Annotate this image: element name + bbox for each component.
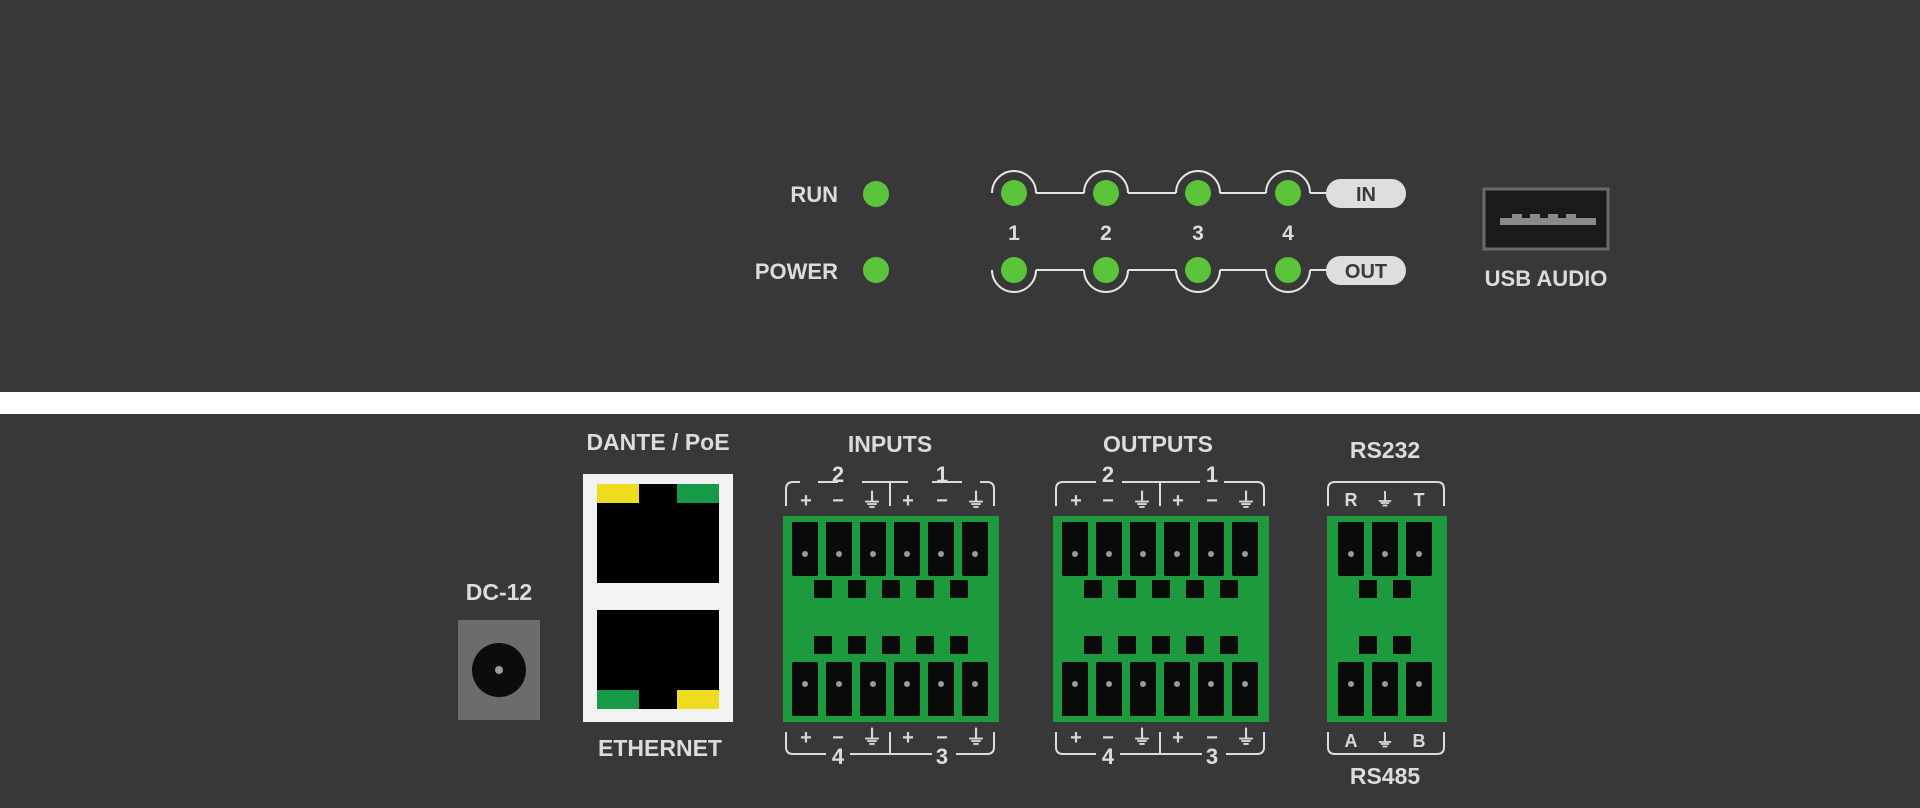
rs232-pin-t: T: [1414, 490, 1425, 510]
rs232-pin-ground: ⏚: [1376, 490, 1394, 510]
outputs-bottom-bracket: [1055, 732, 1265, 755]
inputs-title: INPUTS: [848, 431, 932, 457]
out-led-chain: [991, 269, 1330, 293]
outputs-title: OUTPUTS: [1103, 431, 1213, 457]
out-led-3-icon: [1185, 257, 1211, 283]
pin-plus: +: [902, 727, 914, 749]
pin-plus: +: [800, 727, 812, 749]
in-led-4-icon: [1275, 180, 1301, 206]
channel-number-4: 4: [1282, 222, 1294, 245]
dc-label: DC-12: [466, 579, 532, 605]
pin-minus: −: [832, 490, 844, 512]
pin-minus: −: [1102, 727, 1114, 749]
in-leds: [1001, 180, 1301, 206]
inputs-top-channel-2: 2: [832, 462, 844, 487]
rs485-bracket: [1327, 732, 1445, 755]
in-badge: [1326, 179, 1406, 208]
outputs-top-bracket: [1055, 481, 1265, 506]
pin-ground: ⏚: [966, 726, 986, 749]
front-panel: RUN POWER IN 1 2 3 4: [0, 0, 1920, 392]
channel-number-1: 1: [1008, 222, 1020, 245]
in-led-2-icon: [1093, 180, 1119, 206]
rear-panel: DC-12 DANTE / PoE ETHERNET INPUTS: [0, 414, 1920, 808]
inputs-bottom-pins: + − ⏚ + − ⏚: [800, 726, 986, 749]
rs485-title: RS485: [1350, 763, 1421, 789]
pin-plus: +: [1172, 490, 1184, 512]
in-led-3-icon: [1185, 180, 1211, 206]
outputs-top-pins: + − ⏚ + − ⏚: [1070, 489, 1256, 512]
outputs-top-channel-2: 2: [1102, 462, 1114, 487]
pin-ground: ⏚: [1132, 489, 1152, 512]
rs232-pin-r: R: [1345, 490, 1358, 510]
ethernet-label: ETHERNET: [598, 735, 722, 761]
pin-ground: ⏚: [862, 726, 882, 749]
rs485-pin-ground: ⏚: [1376, 731, 1394, 751]
pin-ground: ⏚: [966, 489, 986, 512]
pin-minus: −: [936, 490, 948, 512]
pin-plus: +: [800, 490, 812, 512]
inputs-top-pins: + − ⏚ + − ⏚: [800, 489, 986, 512]
channel-number-3: 3: [1192, 222, 1204, 245]
inputs-bottom-channel-4: 4: [832, 744, 845, 769]
outputs-bottom-channel-3: 3: [1206, 744, 1218, 769]
power-led-icon: [863, 257, 889, 283]
pin-plus: +: [902, 490, 914, 512]
outputs-terminal-block[interactable]: [1053, 516, 1269, 722]
inputs-top-bracket: [785, 481, 995, 506]
pin-ground: ⏚: [1236, 726, 1256, 749]
pin-plus: +: [1172, 727, 1184, 749]
out-led-2-icon: [1093, 257, 1119, 283]
out-badge: [1326, 256, 1406, 285]
rs485-pin-a: A: [1345, 731, 1358, 751]
pin-minus: −: [1206, 727, 1218, 749]
inputs-terminal-block[interactable]: [783, 516, 999, 722]
inputs-bottom-bracket: [785, 732, 995, 755]
inputs-bottom-channel-3: 3: [936, 744, 948, 769]
channel-number-2: 2: [1100, 222, 1112, 245]
dc-jack-icon: [458, 620, 540, 720]
dante-poe-label: DANTE / PoE: [586, 429, 729, 455]
pin-ground: ⏚: [1132, 726, 1152, 749]
usb-audio-label: USB AUDIO: [1485, 266, 1608, 291]
serial-terminal-block[interactable]: [1327, 516, 1447, 722]
out-led-1-icon: [1001, 257, 1027, 283]
pin-ground: ⏚: [1236, 489, 1256, 512]
out-leds: [1001, 257, 1301, 283]
pin-minus: −: [1102, 490, 1114, 512]
power-label: POWER: [755, 259, 838, 284]
out-led-4-icon: [1275, 257, 1301, 283]
pin-minus: −: [1206, 490, 1218, 512]
outputs-bottom-channel-4: 4: [1102, 744, 1115, 769]
pin-plus: +: [1070, 727, 1082, 749]
outputs-top-channel-1: 1: [1206, 462, 1218, 487]
in-led-chain: [991, 170, 1330, 194]
ethernet-port-icon[interactable]: [583, 474, 733, 722]
in-led-1-icon: [1001, 180, 1027, 206]
pin-minus: −: [832, 727, 844, 749]
usb-port-icon: [1482, 187, 1610, 251]
rs232-bracket: [1327, 481, 1445, 506]
out-badge-label: OUT: [1345, 261, 1387, 283]
rs485-pins: A ⏚ B: [1345, 731, 1426, 751]
in-badge-label: IN: [1356, 184, 1376, 206]
rs232-pins: R ⏚ T: [1345, 490, 1425, 510]
pin-plus: +: [1070, 490, 1082, 512]
run-label: RUN: [790, 182, 838, 207]
run-led-icon: [863, 181, 889, 207]
pin-ground: ⏚: [862, 489, 882, 512]
outputs-bottom-pins: + − ⏚ + − ⏚: [1070, 726, 1256, 749]
rs485-pin-b: B: [1413, 731, 1426, 751]
pin-minus: −: [936, 727, 948, 749]
inputs-top-channel-1: 1: [936, 462, 948, 487]
rs232-title: RS232: [1350, 437, 1420, 463]
